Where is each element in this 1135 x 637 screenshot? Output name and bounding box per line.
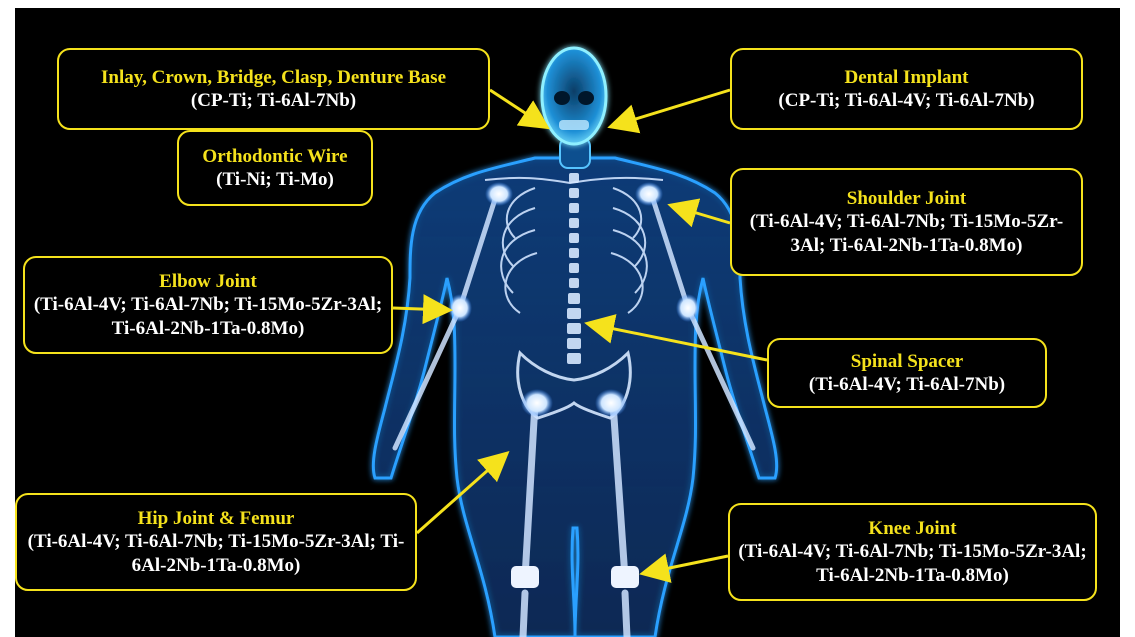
arrow-elbow	[393, 308, 447, 310]
callout-spinal: Spinal Spacer (Ti-6Al-4V; Ti-6Al-7Nb)	[767, 338, 1047, 408]
callout-denture: Inlay, Crown, Bridge, Clasp, Denture Bas…	[57, 48, 490, 130]
callout-alloys: (Ti-6Al-4V; Ti-6Al-7Nb; Ti-15Mo-5Zr-3Al;…	[740, 210, 1073, 258]
diagram-canvas: Inlay, Crown, Bridge, Clasp, Denture Bas…	[15, 8, 1120, 637]
callout-hip: Hip Joint & Femur (Ti-6Al-4V; Ti-6Al-7Nb…	[15, 493, 417, 591]
arrow-denture	[490, 90, 545, 126]
callout-title: Orthodontic Wire	[187, 145, 363, 168]
callout-alloys: (CP-Ti; Ti-6Al-4V; Ti-6Al-7Nb)	[740, 89, 1073, 113]
callout-alloys: (Ti-6Al-4V; Ti-6Al-7Nb)	[777, 373, 1037, 397]
arrow-hip	[417, 455, 505, 533]
callout-title: Elbow Joint	[33, 270, 383, 293]
arrow-knee	[645, 556, 728, 573]
arrow-spinal	[590, 324, 767, 360]
callout-title: Shoulder Joint	[740, 187, 1073, 210]
callout-title: Knee Joint	[738, 517, 1087, 540]
callout-title: Hip Joint & Femur	[25, 507, 407, 530]
arrow-shoulder	[673, 206, 730, 223]
callout-alloys: (Ti-6Al-4V; Ti-6Al-7Nb; Ti-15Mo-5Zr-3Al;…	[738, 540, 1087, 588]
callout-elbow: Elbow Joint (Ti-6Al-4V; Ti-6Al-7Nb; Ti-1…	[23, 256, 393, 354]
callout-shoulder: Shoulder Joint (Ti-6Al-4V; Ti-6Al-7Nb; T…	[730, 168, 1083, 276]
callout-title: Inlay, Crown, Bridge, Clasp, Denture Bas…	[67, 66, 480, 89]
callout-alloys: (Ti-6Al-4V; Ti-6Al-7Nb; Ti-15Mo-5Zr-3Al;…	[25, 530, 407, 578]
callout-title: Dental Implant	[740, 66, 1073, 89]
callout-orthodontic: Orthodontic Wire (Ti-Ni; Ti-Mo)	[177, 130, 373, 206]
callout-title: Spinal Spacer	[777, 350, 1037, 373]
callout-alloys: (CP-Ti; Ti-6Al-7Nb)	[67, 89, 480, 113]
callout-dental-implant: Dental Implant (CP-Ti; Ti-6Al-4V; Ti-6Al…	[730, 48, 1083, 130]
callout-knee: Knee Joint (Ti-6Al-4V; Ti-6Al-7Nb; Ti-15…	[728, 503, 1097, 601]
arrow-dental-implant	[613, 90, 730, 126]
callout-alloys: (Ti-6Al-4V; Ti-6Al-7Nb; Ti-15Mo-5Zr-3Al;…	[33, 293, 383, 341]
callout-alloys: (Ti-Ni; Ti-Mo)	[187, 168, 363, 192]
